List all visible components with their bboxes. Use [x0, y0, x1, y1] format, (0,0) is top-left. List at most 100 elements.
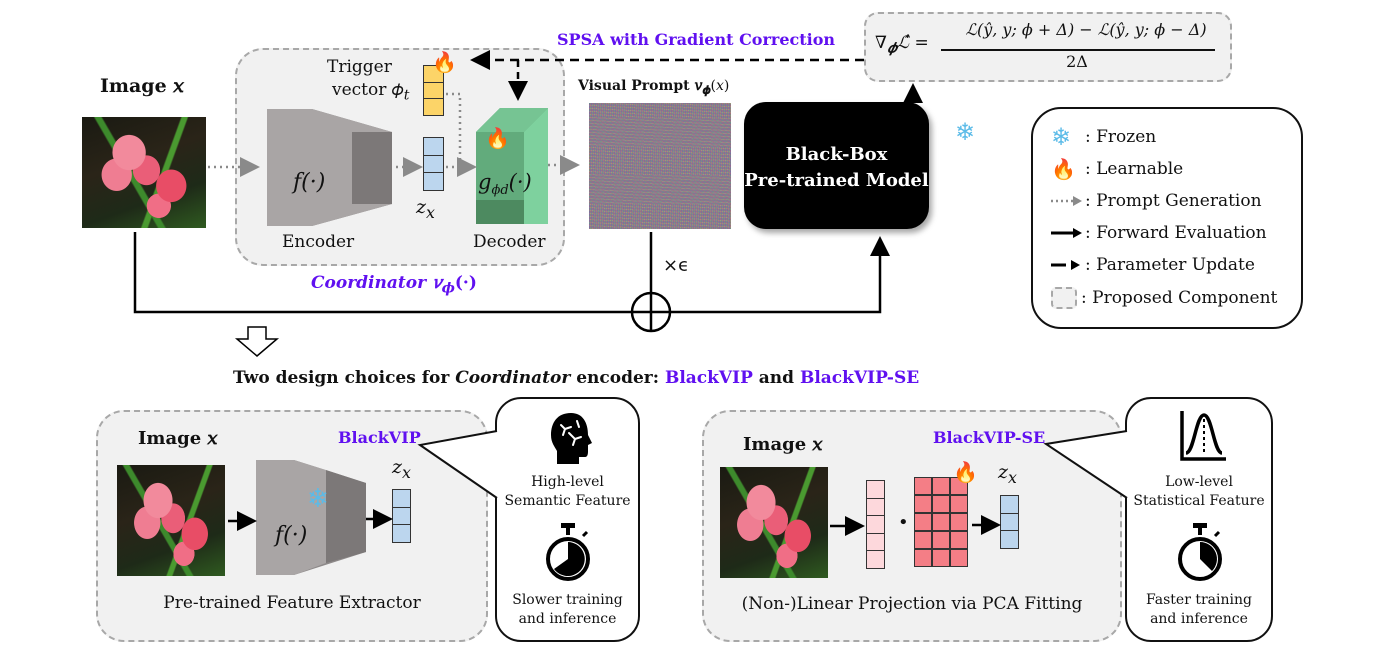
heading-blackvip-se: BlackVIP-SE	[799, 368, 920, 388]
heading-blackvip: BlackVIP	[664, 368, 753, 388]
blackvip-se-title: BlackVIP-SE	[933, 428, 1046, 447]
latent-label: 𝑧x	[416, 196, 435, 222]
blackvip-encoder-shape	[256, 460, 366, 575]
design-choices-heading: Two design choices for Coordinator encod…	[233, 368, 919, 388]
formula-lhs: ∇𝝓ℒ̂ =	[875, 33, 929, 56]
blackvip-latent-label: 𝑧x	[392, 456, 411, 482]
pca-input-vector	[866, 480, 885, 569]
fire-icon: 🔥	[953, 460, 978, 484]
snowflake-icon: ❄	[955, 118, 976, 146]
blackvip-latent-vector	[392, 489, 411, 543]
blackvip-info-bubble: High-level Semantic Feature Slower train…	[495, 397, 640, 642]
pca-projection-matrix	[914, 477, 968, 567]
visual-prompt-tail: (𝑥)	[710, 78, 730, 94]
encoder-shape	[267, 109, 392, 226]
latent-label-sub: x	[402, 462, 411, 482]
stopwatch-slow-icon	[546, 523, 590, 581]
stopwatch-fast-icon	[1178, 523, 1222, 581]
blackbox-line1: Black-Box	[785, 144, 888, 165]
trigger-label-text: vector 𝜙	[332, 80, 404, 100]
gradient-formula-box	[864, 12, 1232, 82]
formula-fraction-bar	[941, 49, 1215, 51]
fire-icon: 🔥	[485, 126, 510, 150]
fire-icon: 🔥	[1051, 157, 1076, 181]
legend-label: : Prompt Generation	[1085, 191, 1262, 211]
epsilon-scale-label: ×ϵ	[663, 255, 690, 276]
visual-prompt-text: Visual Prompt 𝑣	[578, 78, 703, 94]
bubble-speed-line1: Slower training	[512, 592, 623, 608]
heading-text: Two design choices for	[233, 368, 456, 388]
dotted-arrow-trigger-to-decoder	[446, 92, 477, 177]
dot-product-operator: •	[898, 512, 909, 533]
bubble-feature-line2: Semantic Feature	[504, 493, 631, 509]
heading-text: encoder:	[570, 368, 665, 388]
coordinator-label-tail: (·)	[454, 273, 477, 293]
decoder-label: Decoder	[473, 232, 546, 252]
latent-label-sub: x	[1008, 467, 1017, 487]
snowflake-icon: ❄	[307, 484, 329, 514]
decoder-shape	[476, 108, 548, 224]
visual-prompt-sub: 𝝓	[702, 82, 711, 97]
bubble-tail	[1046, 431, 1127, 498]
blackvip-image-label: Image 𝑥	[138, 428, 218, 449]
visual-prompt-noise-image	[589, 103, 731, 229]
blackvip-se-input-image	[720, 467, 828, 578]
bubble-tail	[420, 431, 497, 498]
coordinator-label-text: Coordinator 𝑣	[311, 273, 442, 293]
blackvip-se-latent-vector	[1000, 495, 1019, 549]
spsa-label: SPSA with Gradient Correction	[557, 30, 836, 49]
encoder-label: Encoder	[282, 232, 355, 252]
bubble-feature-line1: High-level	[531, 474, 604, 490]
dashed-arrow-icon	[1051, 260, 1080, 270]
blackvip-caption: Pre-trained Feature Extractor	[163, 593, 421, 613]
blackbox-line2: Pre-trained Model	[744, 170, 929, 191]
heading-text: and	[752, 368, 800, 388]
blackvip-se-info-bubble: Low-level Statistical Feature Faster tra…	[1125, 397, 1273, 642]
legend-label: : Learnable	[1085, 159, 1184, 179]
dashed-box-icon	[1051, 287, 1077, 309]
trigger-label-line2: vector 𝜙t	[332, 80, 409, 103]
coordinator-label-sub: 𝝓	[441, 280, 455, 297]
blackvip-se-caption: (Non-)Linear Projection via PCA Fitting	[741, 594, 1083, 614]
trigger-label-line1: Trigger	[327, 57, 392, 77]
fire-icon: 🔥	[432, 50, 457, 74]
blackvip-input-image	[117, 465, 225, 576]
bubble-speed-line1: Faster training	[1146, 592, 1252, 608]
dotted-arrow-icon	[1051, 196, 1082, 206]
input-image-label: Image 𝑥	[100, 75, 185, 97]
gaussian-distribution-icon	[1180, 411, 1226, 461]
legend-item-frozen: ❄ : Frozen	[1051, 123, 1156, 151]
blackvip-title: BlackVIP	[338, 428, 421, 447]
blackvip-encoder-function: 𝑓(·)	[275, 523, 308, 548]
latent-label-text: 𝑧	[392, 456, 403, 478]
latent-vector	[423, 137, 444, 191]
formula-denominator: 2Δ	[1066, 52, 1088, 71]
latent-label-text: 𝑧	[998, 461, 1009, 483]
legend-label: : Forward Evaluation	[1085, 223, 1267, 243]
bubble-feature-line2: Statistical Feature	[1133, 493, 1265, 509]
solid-arrow-sum-to-model	[670, 236, 890, 314]
decoder-func-text: 𝑔	[478, 170, 492, 194]
legend-item-proposed-component: : Proposed Component	[1051, 287, 1277, 309]
decoder-function: 𝑔𝜙d(·)	[478, 170, 532, 198]
legend-item-parameter-update: : Parameter Update	[1051, 255, 1255, 275]
solid-arrow-icon	[1051, 228, 1082, 238]
blackbox-model	[744, 102, 929, 229]
formula-nabla: ∇	[875, 33, 887, 53]
bubble-feature-line1: Low-level	[1165, 474, 1233, 490]
legend-item-learnable: 🔥 : Learnable	[1051, 157, 1183, 181]
encoder-function: 𝑓(·)	[293, 170, 326, 195]
coordinator-label: Coordinator 𝑣𝝓(·)	[311, 273, 477, 296]
formula-numerator: ℒ(ŷ, 𝑦; 𝜙 + Δ) − ℒ(ŷ, 𝑦; 𝜙 − Δ)	[965, 20, 1207, 39]
blackvip-se-latent-label: 𝑧x	[998, 461, 1017, 487]
legend-item-forward-evaluation: : Forward Evaluation	[1051, 223, 1267, 243]
formula-lhs-tail: ℒ̂ =	[896, 33, 929, 53]
legend-box: ❄ : Frozen 🔥 : Learnable : Prompt Genera…	[1031, 107, 1303, 329]
latent-label-text: 𝑧	[416, 196, 427, 218]
input-image	[82, 117, 206, 228]
heading-italic: Coordinator	[455, 368, 571, 388]
snowflake-icon: ❄	[1051, 123, 1072, 151]
bubble-speed-line2: and inference	[1150, 611, 1248, 627]
